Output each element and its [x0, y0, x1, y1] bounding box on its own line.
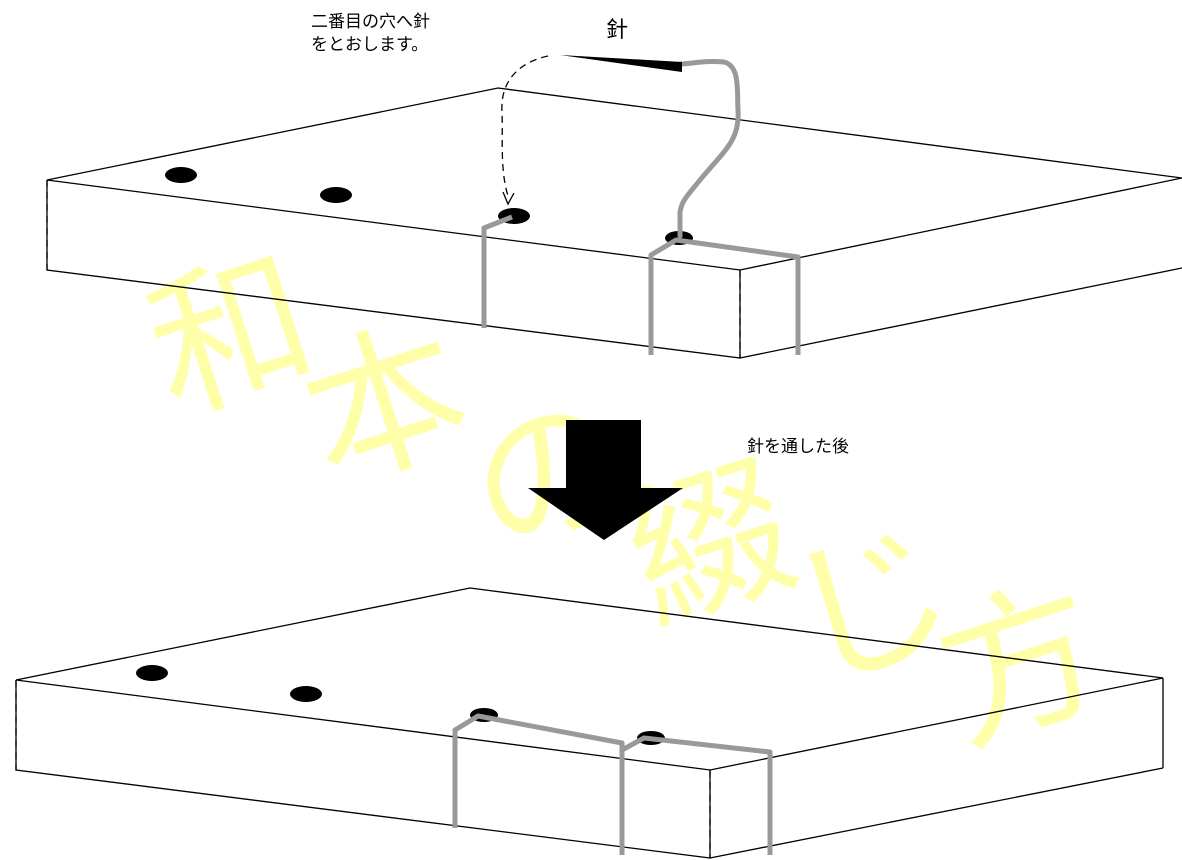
needle-icon [560, 55, 682, 72]
book-before-front-face [46, 180, 741, 359]
watermark-char-6: 方 [917, 554, 1124, 778]
instruction-line-1: 二番目の穴へ針 [311, 12, 430, 32]
thread-stitch-1 [452, 713, 625, 855]
needle-label: 針 [606, 18, 628, 43]
hole-1-icon [165, 167, 197, 183]
after-needle-label: 針を通した後 [747, 437, 849, 457]
thread-stitch-2 [620, 735, 773, 855]
down-arrow-icon [528, 420, 683, 540]
book-after [15, 587, 1164, 859]
book-after-front-face [15, 680, 711, 859]
thread-segment [481, 214, 513, 328]
book-after-right-edge [709, 767, 1164, 859]
instruction-line-2: をとおします。 [311, 35, 428, 55]
book-before-top-face [46, 87, 1182, 271]
hole-1-icon [136, 665, 168, 681]
needle-path-arrowhead [502, 191, 515, 206]
book-before-right-edge [739, 267, 1182, 359]
hole-2-icon [320, 187, 352, 203]
thread-loop [648, 237, 801, 355]
needle-path-dashed [501, 55, 549, 197]
hole-2-icon [290, 686, 322, 702]
book-before [46, 55, 1182, 359]
thread-to-needle [677, 58, 741, 239]
watermark-char-2: 本 [282, 294, 489, 518]
